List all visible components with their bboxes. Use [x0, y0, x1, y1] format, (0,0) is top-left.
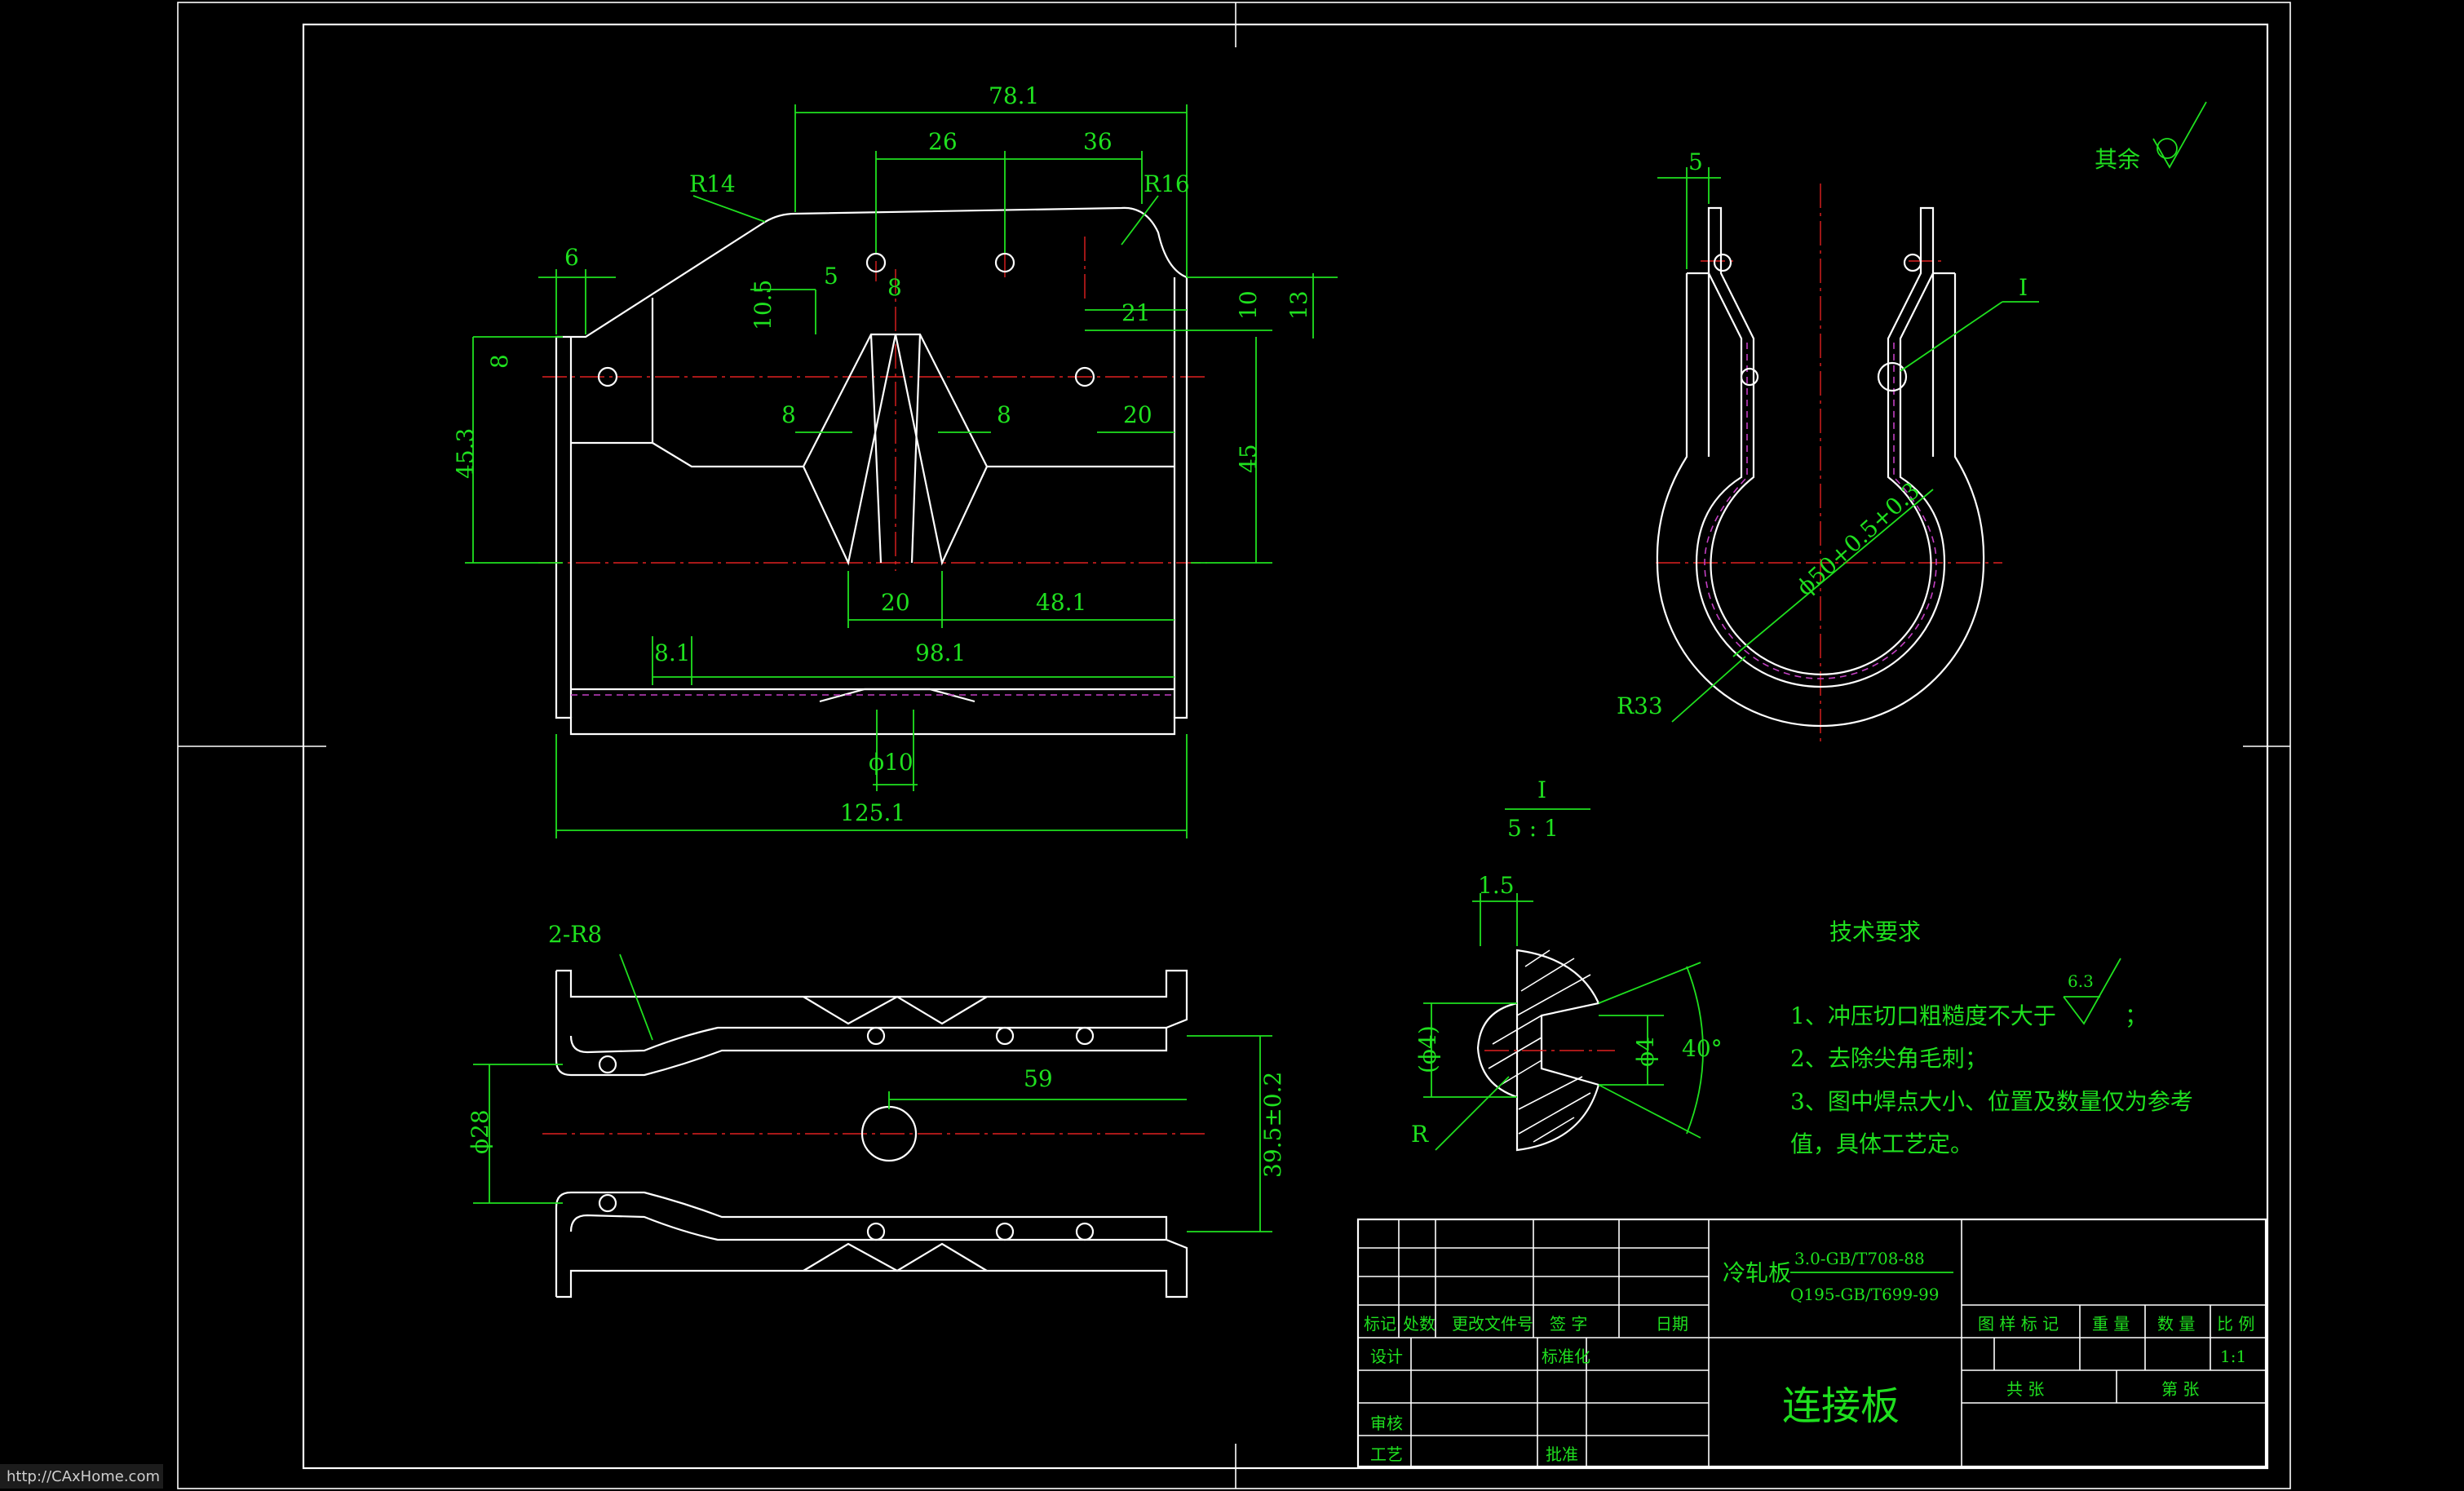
dim-13: 13: [1285, 290, 1312, 320]
dim-26: 26: [928, 128, 958, 155]
dim-phi4: ϕ4: [1632, 1037, 1659, 1067]
dim-39-5: 39.5±0.2: [1259, 1072, 1286, 1178]
detail-mark-i: I: [2019, 274, 2028, 301]
note-1: 1、冲压切口粗糙度不大于: [1790, 1002, 2056, 1029]
dim-r33: R33: [1617, 692, 1663, 719]
roughness-rest-icon: [2152, 101, 2207, 169]
roughness-rest-label: 其余: [2095, 146, 2140, 173]
header-qianzi: 签 字: [1550, 1314, 1587, 1334]
material-spec-1: 3.0-GB/T708-88: [1794, 1249, 1925, 1268]
dim-phi50: ϕ50+0.5+0.3: [1791, 477, 1925, 601]
dim-20-bottom: 20: [881, 589, 910, 616]
front-view-dimensions: 78.1 26 36 R14 R16 6 5 8 10.5 21 10 13 8…: [452, 82, 1338, 838]
header-biaozhunhua: 标准化: [1542, 1347, 1590, 1366]
dim-5: 5: [824, 263, 838, 290]
detail-scale: 5 : 1: [1507, 815, 1559, 842]
top-view-dimensions: 2-R8 ϕ28 59 39.5±0.2: [467, 921, 1286, 1232]
dim-2-r8: 2-R8: [548, 921, 602, 948]
dim-45-3: 45.3: [452, 428, 479, 479]
technical-notes: 技术要求 1、冲压切口粗糙度不大于 6.3 ； 2、去除尖角毛刺； 3、图中焊点…: [1790, 918, 2193, 1157]
dim-6: 6: [564, 244, 579, 271]
header-sheji: 设计: [1370, 1347, 1403, 1366]
dim-98-1: 98.1: [915, 639, 966, 666]
dim-78-1: 78.1: [989, 82, 1039, 109]
header-bili: 比 例: [2217, 1314, 2254, 1334]
dim-20-right: 20: [1123, 401, 1152, 428]
roughness-value: 6.3: [2068, 971, 2094, 991]
material-name: 冷轧板: [1723, 1259, 1791, 1286]
dim-8-vright: 8: [997, 401, 1011, 428]
material-spec-2: Q195-GB/T699-99: [1790, 1285, 1939, 1304]
watermark: http://CAxHome.com: [0, 1464, 163, 1489]
header-pizhun: 批准: [1546, 1445, 1578, 1464]
dim-8-vleft: 8: [781, 401, 796, 428]
detail-hatch: [1488, 949, 1591, 1143]
dim-phi4-ref: (ϕ4): [1414, 1025, 1441, 1073]
header-riqi: 日期: [1656, 1314, 1688, 1334]
header-gengai: 更改文件号: [1452, 1314, 1533, 1334]
roughness-icon: [2063, 958, 2121, 1025]
watermark-text: http://CAxHome.com: [7, 1468, 160, 1485]
scale-value: 1:1: [2220, 1347, 2246, 1366]
dim-48-1: 48.1: [1036, 589, 1086, 616]
dim-r-detail: R: [1411, 1121, 1429, 1148]
detail-title: I: [1537, 776, 1546, 803]
note-3b: 值，具体工艺定。: [1790, 1130, 1973, 1157]
note-3a: 3、图中焊点大小、位置及数量仅为参考: [1790, 1088, 2193, 1115]
header-zhongliang: 重 量: [2092, 1314, 2130, 1334]
side-view: [1656, 184, 2002, 746]
notes-title: 技术要求: [1829, 918, 1921, 945]
dim-21: 21: [1121, 299, 1151, 326]
detail-view: I 5 : 1 1.5 (ϕ4) ϕ4 40°: [1411, 776, 1723, 1152]
dim-36: 36: [1083, 128, 1113, 155]
dim-r16: R16: [1144, 170, 1190, 197]
dim-phi10: ϕ10: [869, 749, 913, 776]
dim-side-5: 5: [1688, 148, 1703, 175]
dim-10: 10: [1235, 290, 1262, 320]
dim-r14: R14: [689, 170, 736, 197]
dim-125-1: 125.1: [840, 799, 905, 826]
side-view-dimensions: 5 I ϕ50+0.5+0.3 R33: [1617, 148, 2039, 723]
dim-10-5: 10.5: [750, 280, 776, 330]
header-shenhe: 审核: [1370, 1414, 1403, 1433]
part-name: 连接板: [1782, 1383, 1900, 1429]
note-2: 2、去除尖角毛刺；: [1790, 1045, 1988, 1072]
header-chushu: 处数: [1403, 1314, 1435, 1334]
dim-8-top: 8: [887, 274, 902, 301]
header-shuliang: 数 量: [2157, 1314, 2195, 1334]
dim-45: 45: [1235, 444, 1262, 473]
header-gongyi: 工艺: [1370, 1445, 1403, 1464]
note-1-end: ；: [2125, 1002, 2148, 1029]
front-view: [538, 206, 1207, 736]
dim-phi28: ϕ28: [467, 1109, 493, 1154]
header-tuyang: 图 样 标 记: [1978, 1314, 2059, 1334]
dim-59: 59: [1024, 1065, 1053, 1092]
dim-1-5: 1.5: [1478, 872, 1515, 899]
roughness-rest: 其余: [2095, 101, 2207, 173]
dim-angle-40: 40°: [1682, 1035, 1723, 1062]
header-biaoji: 标记: [1364, 1314, 1396, 1334]
sheet-number: 第 张: [2161, 1379, 2199, 1399]
dim-8-1: 8.1: [654, 639, 691, 666]
title-block: 冷轧板 3.0-GB/T708-88 Q195-GB/T699-99 连接板 标…: [1356, 1218, 2267, 1468]
dim-8-left: 8: [486, 354, 513, 369]
drawing-frame: [177, 2, 2291, 1489]
top-view: [542, 969, 1207, 1299]
sheet-total: 共 张: [2006, 1379, 2044, 1399]
